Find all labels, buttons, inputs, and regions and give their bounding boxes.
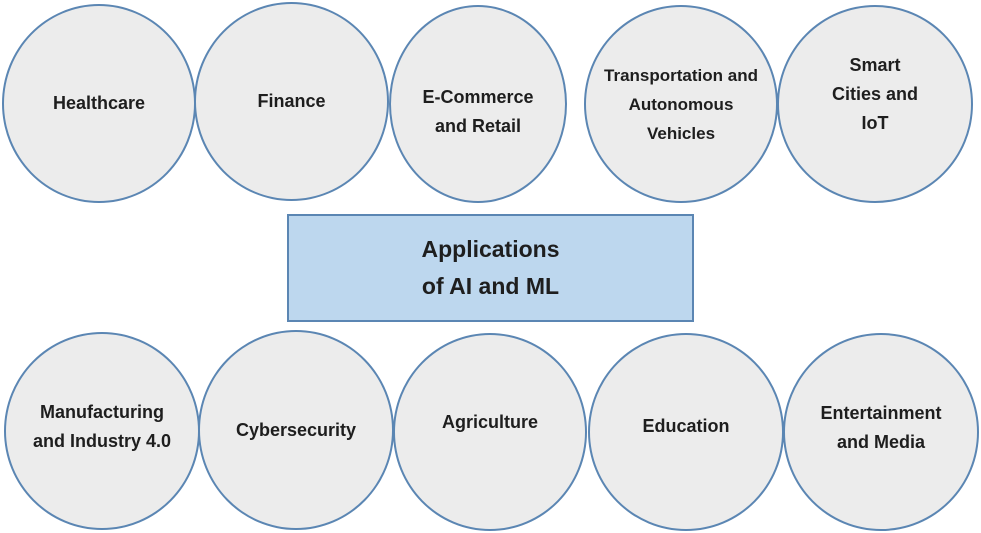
- node-label: Healthcare: [52, 93, 146, 113]
- node-label: Manufacturing and Industry 4.0: [32, 402, 172, 451]
- node-manufacturing: Manufacturing and Industry 4.0: [4, 332, 200, 530]
- node-finance: Finance: [194, 2, 389, 201]
- node-label: Education: [642, 415, 730, 436]
- node-entertainment-media: Entertainment and Media: [783, 333, 979, 531]
- node-label: E-Commerce and Retail: [422, 87, 534, 136]
- node-ecommerce-retail: E-Commerce and Retail: [389, 5, 567, 203]
- node-label: Smart Cities and IoT: [831, 54, 919, 133]
- central-topic-title: Applications of AI and ML: [421, 236, 560, 299]
- node-transportation: Transportation and Autonomous Vehicles: [584, 5, 778, 203]
- node-label: Transportation and Autonomous Vehicles: [604, 65, 758, 143]
- central-topic-box: Applications of AI and ML: [287, 214, 694, 322]
- node-healthcare: Healthcare: [2, 4, 196, 203]
- node-education: Education: [588, 333, 784, 531]
- node-label: Finance: [257, 91, 326, 111]
- node-smart-cities-iot: Smart Cities and IoT: [777, 5, 973, 203]
- node-agriculture: Agriculture: [393, 333, 587, 531]
- node-label: Cybersecurity: [235, 419, 357, 440]
- node-cybersecurity: Cybersecurity: [198, 330, 394, 530]
- node-label: Agriculture: [441, 411, 538, 432]
- node-label: Entertainment and Media: [820, 403, 942, 452]
